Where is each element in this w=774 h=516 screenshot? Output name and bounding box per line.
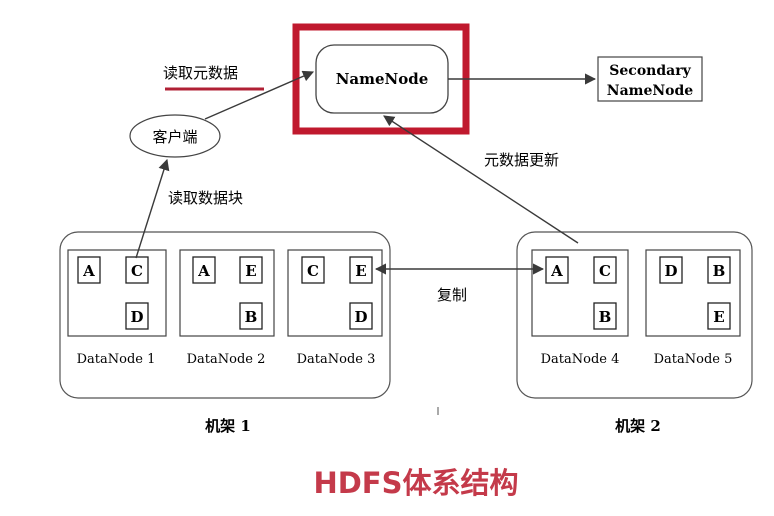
- block-box: [349, 302, 373, 330]
- datanode-name: DataNode 2: [187, 352, 266, 367]
- block-box: [349, 256, 373, 284]
- datanode-1: A C D DataNode 1: [67, 249, 167, 367]
- client-label: 客户端: [152, 128, 197, 146]
- block-box: [239, 302, 263, 330]
- block-box: [545, 256, 569, 284]
- client-ellipse: [129, 114, 221, 158]
- block-box: [707, 256, 731, 284]
- datanode-name: DataNode 3: [297, 352, 376, 367]
- block-label: A: [550, 262, 563, 280]
- block-label: D: [354, 308, 367, 326]
- block-label: D: [130, 308, 143, 326]
- block-label: B: [713, 262, 726, 280]
- block-box: [192, 256, 216, 284]
- block-box: [77, 256, 101, 284]
- arrow-datanode4-to-namenode: [383, 115, 579, 244]
- label-metadata-update: 元数据更新: [484, 151, 559, 169]
- rack-2-label: 机架 2: [615, 417, 661, 435]
- arrow-datanode-to-client: [135, 158, 170, 259]
- diagram-title: HDFS体系结构: [313, 466, 518, 500]
- block-box: [593, 256, 617, 284]
- block-label: E: [245, 262, 256, 280]
- secondary-namenode-line2: NameNode: [607, 83, 694, 99]
- block-label: B: [599, 308, 612, 326]
- block-label: C: [307, 262, 319, 280]
- secondary-namenode-line1: Secondary: [609, 63, 691, 79]
- block-label: C: [131, 262, 143, 280]
- label-replicate: 复制: [437, 286, 467, 304]
- arrow-client-to-namenode: [204, 70, 315, 120]
- datanode-4: A C B DataNode 4: [531, 249, 629, 367]
- block-label: E: [355, 262, 366, 280]
- block-label: A: [82, 262, 95, 280]
- block-box: [659, 256, 683, 284]
- label-read-blocks: 读取数据块: [168, 189, 243, 207]
- block-box: [239, 256, 263, 284]
- block-box: [707, 302, 731, 330]
- block-label: D: [664, 262, 677, 280]
- namenode-label: NameNode: [336, 70, 429, 88]
- label-read-metadata: 读取元数据: [163, 64, 238, 82]
- block-label: B: [245, 308, 258, 326]
- datanode-name: DataNode 4: [541, 352, 620, 367]
- datanode-3: C E D DataNode 3: [287, 249, 383, 367]
- block-box: [125, 302, 149, 330]
- block-box: [301, 256, 325, 284]
- rack-1-label: 机架 1: [205, 417, 251, 435]
- datanode-name: DataNode 5: [654, 352, 733, 367]
- block-label: E: [713, 308, 724, 326]
- datanode-5: D B E DataNode 5: [645, 249, 741, 367]
- block-label: C: [599, 262, 611, 280]
- block-box: [593, 302, 617, 330]
- block-label: A: [197, 262, 210, 280]
- secondary-namenode-box: [597, 56, 703, 102]
- datanode-2: A E B DataNode 2: [179, 249, 275, 367]
- datanode-name: DataNode 1: [77, 352, 156, 367]
